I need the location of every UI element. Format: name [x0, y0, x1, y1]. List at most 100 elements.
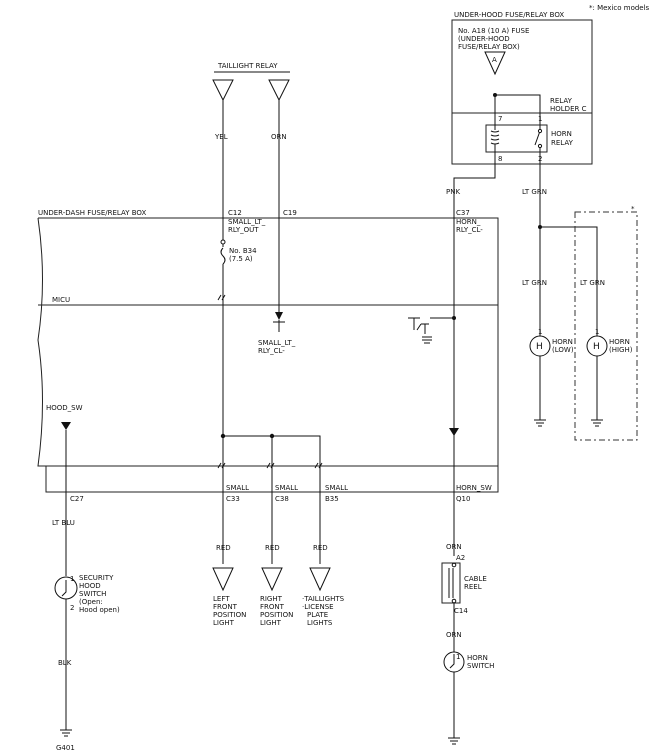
horn-high-body — [586, 335, 608, 357]
horn-low-symbol: H — [536, 342, 543, 352]
wire-pnk: PNK — [446, 188, 460, 196]
cable-reel-label-line1: CABLE — [464, 575, 487, 583]
horn-low-body — [529, 335, 551, 357]
ground-g401-symbol — [60, 729, 72, 737]
fuse-b34-label-line1: No. B34 — [229, 247, 257, 255]
horns-circuit: LT GRN LT GRN LT GRN H 1 HORN (LOW) H 1 … — [522, 172, 638, 441]
left-light-label-line4: LIGHT — [213, 619, 235, 627]
small-lt-rly-cl-arrow — [275, 312, 283, 320]
horn-switch-pin: 1 — [456, 653, 460, 661]
horn-high-pin: 1 — [595, 328, 599, 336]
strip-break-2 — [266, 462, 275, 469]
horn-relay-contact — [495, 94, 541, 172]
security-switch-pin2: 2 — [70, 604, 74, 612]
wire-lt-grn-low: LT GRN — [522, 279, 547, 287]
bottom-small-3: SMALL — [325, 484, 348, 492]
connector-c37-name-line2: RLY_CL- — [456, 226, 483, 234]
security-hood-switch-contact — [61, 580, 67, 597]
left-light-label-line2: FRONT — [213, 603, 238, 611]
cable-reel-terminal-top — [451, 562, 457, 568]
underdash-box-outline — [37, 217, 499, 467]
horn-relay-label-line1: HORN — [551, 130, 572, 138]
taillight-relay-orn-connector — [268, 79, 290, 102]
right-light-label-line2: FRONT — [260, 603, 285, 611]
horn-high-label-line1: HORN — [609, 338, 630, 346]
bottom-connector-c27: C27 — [70, 495, 84, 503]
underhood-box-outline — [451, 19, 593, 165]
wire-red-middle: RED — [265, 544, 280, 552]
horn-high-symbol: H — [593, 342, 600, 352]
right-light-label-line1: RIGHT — [260, 595, 283, 603]
cable-reel-terminal-bottom — [451, 598, 457, 604]
security-switch-pin1: 1 — [70, 575, 74, 583]
horn-relay-body — [485, 124, 548, 153]
taillight-relay-label: TAILLIGHT RELAY — [217, 62, 278, 70]
taillight-circuit-wiring: RED RED RED LEFT FRONT POSITION LIGHT RI… — [212, 100, 345, 627]
cable-reel-body — [441, 562, 461, 604]
horn-low-label-line2: (LOW) — [552, 346, 574, 354]
bottom-connector-c38: C38 — [275, 495, 289, 503]
strip-break-3 — [314, 462, 323, 469]
mexico-models-note: *: Mexico models — [589, 4, 650, 12]
tail-light-label-line3: PLATE — [307, 611, 328, 619]
horn-high-ground — [591, 419, 603, 427]
hood-switch-circuit: LT BLU 1 2 SECURITY HOOD SWITCH (Open: H… — [52, 422, 120, 752]
right-light-label-line3: POSITION — [260, 611, 293, 619]
horn-relay-label-line2: RELAY — [551, 139, 574, 147]
wire-lt-grn-top: LT GRN — [522, 188, 547, 196]
underdash-box-title: UNDER-DASH FUSE/RELAY BOX — [38, 209, 146, 217]
wire-lt-grn-high: LT GRN — [580, 279, 605, 287]
horn-relay-pin-7: 7 — [498, 115, 502, 123]
wire-orn-lower: ORN — [446, 631, 462, 639]
fuse-a18-label-line1: No. A18 (10 A) FUSE — [458, 27, 529, 35]
tail-light-label-line4: LIGHTS — [307, 619, 333, 627]
ground-g401-label: G401 — [56, 744, 75, 752]
connector-c12: C12 — [228, 209, 242, 217]
mexico-models-outline — [574, 211, 638, 441]
bottom-connector-c33: C33 — [226, 495, 240, 503]
mexico-models-star: * — [631, 205, 635, 213]
wire-yel-label: YEL — [214, 133, 228, 141]
fuse-b34-upper-terminal — [220, 239, 226, 245]
security-switch-label-line4: (Open: — [79, 598, 103, 606]
bottom-small-2: SMALL — [275, 484, 298, 492]
fuse-b34-label-line2: (7.5 A) — [229, 255, 253, 263]
bottom-connector-q10: Q10 — [456, 495, 470, 503]
fuse-a18-label-line2: (UNDER-HOOD — [458, 35, 510, 43]
tail-light-label-line1: ·TAILLIGHTS — [302, 595, 345, 603]
left-light-label-line1: LEFT — [213, 595, 230, 603]
hood-sw-arrow — [61, 422, 71, 430]
fuse-b34-element — [220, 247, 226, 265]
underhood-fuse-relay-box: UNDER-HOOD FUSE/RELAY BOX No. A18 (10 A)… — [451, 11, 593, 172]
wire-red-right: RED — [313, 544, 328, 552]
security-switch-label-line5: Hood open) — [79, 606, 120, 614]
security-switch-label-line1: SECURITY — [79, 574, 114, 582]
small-lt-rly-cl-transistor — [273, 320, 285, 332]
cable-reel-coil — [448, 568, 454, 598]
horn-high-label-line2: (HIGH) — [609, 346, 633, 354]
taillight-relay-yel-connector — [212, 79, 234, 102]
horn-sw-arrow — [449, 428, 459, 436]
left-front-position-light-connector — [212, 567, 234, 592]
wire-blk: BLK — [58, 659, 72, 667]
horn-switch-contact — [449, 654, 455, 669]
underhood-box-title: UNDER-HOOD FUSE/RELAY BOX — [454, 11, 564, 19]
horn-low-label-line1: HORN — [552, 338, 573, 346]
connector-c37-name-line1: HORN_ — [456, 218, 481, 226]
horn-relay-contact-point-bottom — [537, 143, 543, 149]
right-front-position-light-connector — [261, 567, 283, 592]
micu-internal-ground — [422, 339, 432, 344]
bottom-horn-sw: HORN_SW — [456, 484, 492, 492]
taillights-connector — [309, 567, 331, 592]
horn-switch-circuit: PNK ORN A2 CABLE REEL C14 ORN 1 HORN SWI… — [408, 166, 496, 745]
fuse-a18-connector-triangle — [484, 51, 506, 76]
taillight-relay-section: TAILLIGHT RELAY YEL ORN — [212, 62, 290, 141]
fuse-a18-connector-letter: A — [492, 56, 497, 64]
cable-reel-a2: A2 — [456, 554, 465, 562]
small-bus — [223, 435, 321, 540]
right-light-label-line4: LIGHT — [260, 619, 282, 627]
horn-relay-cl-transistor — [408, 317, 454, 338]
strip-break-1 — [217, 462, 226, 469]
horn-switch-ground-symbol — [448, 737, 460, 745]
